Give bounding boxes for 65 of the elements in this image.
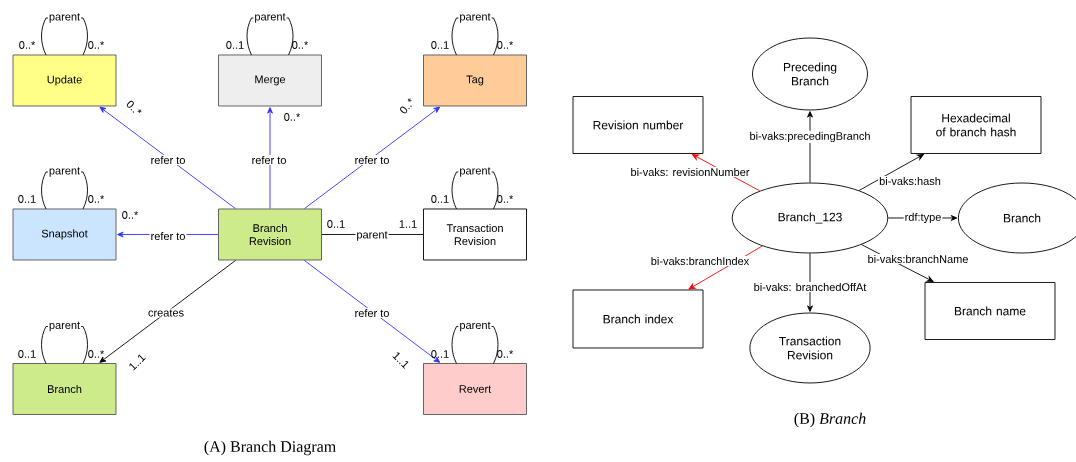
multiplicity-label: 0..1 xyxy=(431,41,449,49)
edge-label: parent xyxy=(47,320,82,333)
edge-label: bi-vaks: branchedOffAt xyxy=(752,281,868,293)
value-box: Revision number xyxy=(572,96,704,154)
edge-label: parent xyxy=(458,12,492,24)
edge-label: bi-vaks:branchName xyxy=(866,253,970,265)
edge-label: creates xyxy=(147,308,186,318)
arrow xyxy=(303,260,441,363)
class-box: Branch xyxy=(12,363,117,415)
edge-label: parent xyxy=(47,12,82,24)
value-box: Branch index xyxy=(572,289,704,349)
arrow xyxy=(99,260,236,363)
edge-label: parent xyxy=(458,320,492,333)
value-box: Branch name xyxy=(924,282,1056,340)
edge-label: rdf:type xyxy=(903,211,943,225)
edge-label: parent xyxy=(458,166,492,178)
arrow xyxy=(807,111,813,183)
arrow xyxy=(858,154,924,191)
multiplicity-label: 0..1 xyxy=(226,41,244,49)
class-box: Tag xyxy=(423,54,527,107)
edge-label: refer to xyxy=(149,230,187,242)
caption: (A) Branch Diagram xyxy=(204,440,336,456)
multiplicity-label: 0..* xyxy=(88,41,105,49)
multiplicity-label: 0..* xyxy=(497,195,514,203)
multiplicity-label: 0..* xyxy=(497,41,514,49)
edge-label: refer to xyxy=(250,154,288,166)
edge-label: bi-vaks:hash xyxy=(878,175,942,187)
arrow xyxy=(267,107,273,209)
arrow xyxy=(304,106,441,209)
multiplicity-label: 0..1 xyxy=(431,195,449,203)
multiplicity-label: 0..1 xyxy=(431,350,449,358)
edge-label: refer to xyxy=(149,154,187,166)
class-box: Revert xyxy=(423,363,527,415)
edge-label: refer to xyxy=(353,307,391,318)
edge-label: refer to xyxy=(353,154,391,166)
class-box: Snapshot xyxy=(12,208,117,261)
multiplicity-label: 1..1 xyxy=(392,352,409,369)
edge-label: bi-vaks:precedingBranch xyxy=(748,130,872,144)
multiplicity-label: 0..* xyxy=(292,41,309,49)
edge-label: bi-vaks:branchIndex xyxy=(649,255,751,267)
multiplicity-label: 0..1 xyxy=(327,220,345,228)
multiplicity-label: 1..1 xyxy=(129,354,146,371)
multiplicity-label: 0..* xyxy=(19,41,36,49)
edge-label: bi-vaks: revisionNumber xyxy=(629,166,751,178)
value-box: Hexadecimal of branch hash xyxy=(910,96,1042,154)
edge-label: parent xyxy=(47,166,82,178)
multiplicity-label: 0..1 xyxy=(18,350,36,358)
class-box: Update xyxy=(12,54,117,107)
arrow xyxy=(692,154,761,192)
multiplicity-label: 0..1 xyxy=(18,195,36,203)
multiplicity-label: 0..* xyxy=(88,195,105,203)
multiplicity-label: 1..1 xyxy=(399,220,417,228)
multiplicity-label: 0..* xyxy=(88,350,105,358)
arrow xyxy=(99,106,236,209)
multiplicity-label: 0..* xyxy=(126,100,142,114)
edge-label: parent xyxy=(355,230,389,242)
class-box: Transaction Revision xyxy=(423,208,527,261)
multiplicity-label: 0..* xyxy=(497,350,514,358)
arrow xyxy=(688,245,763,290)
multiplicity-label: 0..* xyxy=(400,98,412,114)
class-box: Branch Revision xyxy=(218,208,322,261)
arrow xyxy=(807,253,813,312)
caption: (B) Branch xyxy=(794,412,866,428)
edge-label: parent xyxy=(253,12,287,24)
class-box: Merge xyxy=(218,54,322,107)
